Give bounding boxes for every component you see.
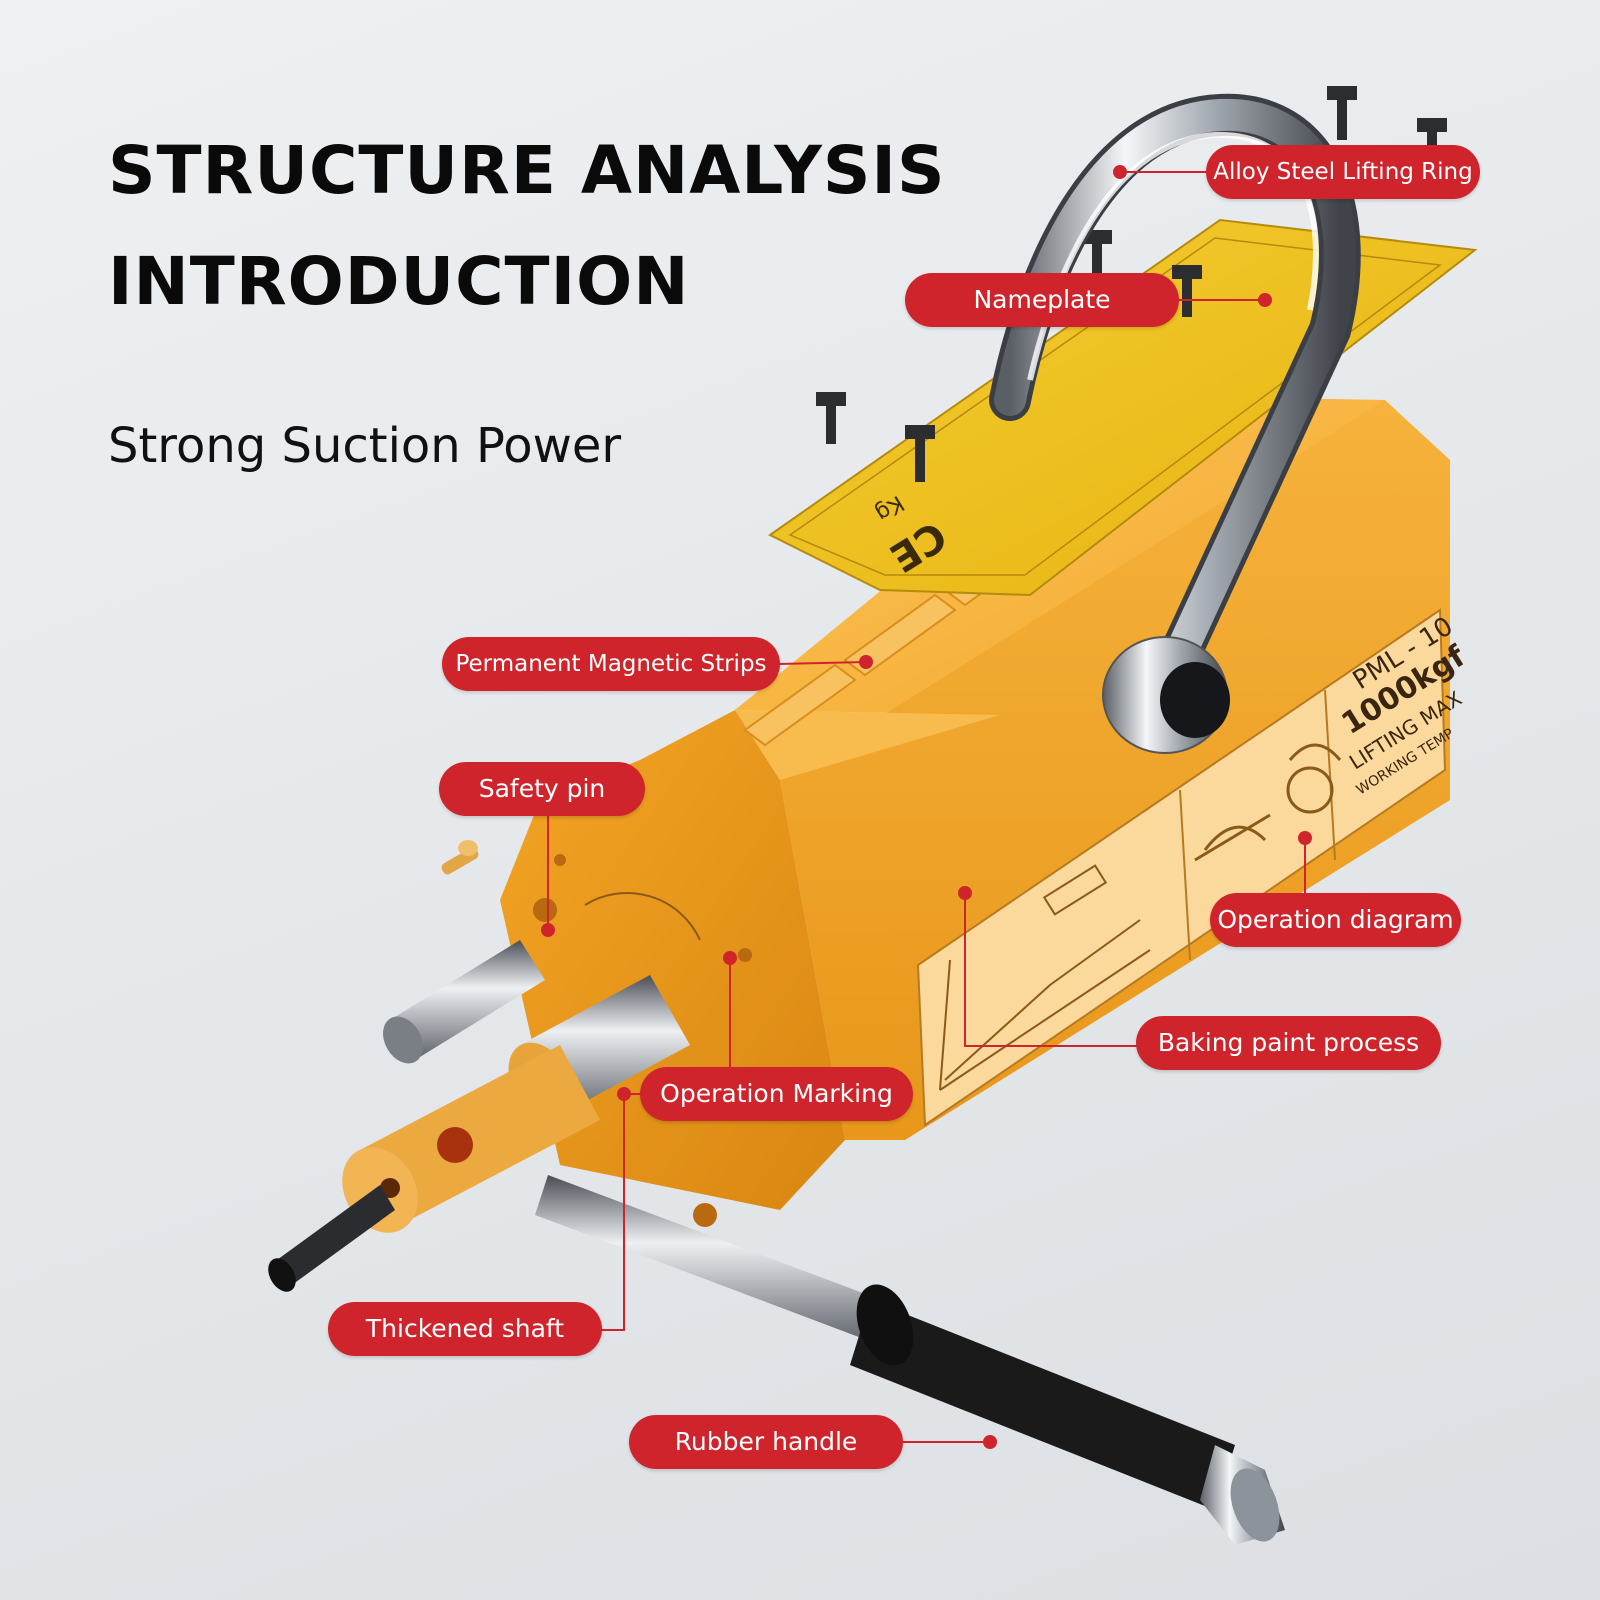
rubber-handle — [535, 1175, 1285, 1545]
callout-operation-marking: Operation Marking — [640, 1067, 913, 1121]
lifting-ring — [989, 93, 1361, 754]
body-bevel — [735, 710, 1000, 780]
callout-nameplate: Nameplate — [905, 273, 1179, 327]
page-title-line-1: STRUCTURE ANALYSIS — [108, 132, 946, 209]
bolt-icon — [1327, 86, 1357, 140]
thickened-shaft — [268, 975, 690, 1292]
leader-lines — [547, 171, 1306, 1443]
callout-magnetic-strips: Permanent Magnetic Strips — [442, 637, 780, 691]
marking-arc — [584, 892, 701, 941]
nameplate-bolts — [816, 86, 1447, 482]
callout-operation-diagram: Operation diagram — [1210, 893, 1461, 947]
end-hole — [554, 854, 566, 866]
page-title-line-2: INTRODUCTION — [108, 243, 690, 320]
product-label-panel — [916, 608, 1447, 1127]
callout-rubber-handle: Rubber handle — [629, 1415, 903, 1469]
label-graph — [939, 864, 1151, 1091]
bolt-icon — [1417, 118, 1447, 152]
end-hole — [533, 898, 557, 922]
end-hole — [693, 1203, 717, 1227]
end-hole — [738, 948, 752, 962]
callout-safety-pin: Safety pin — [439, 762, 645, 816]
ring-pivot-cap — [1160, 662, 1230, 738]
page-subtitle: Strong Suction Power — [108, 418, 622, 474]
leader-dots — [541, 165, 1312, 1449]
bolt-icon — [905, 425, 935, 482]
callout-thickened-shaft: Thickened shaft — [328, 1302, 602, 1356]
callout-baking-paint: Baking paint process — [1136, 1016, 1441, 1070]
callout-lifting-ring: Alloy Steel Lifting Ring — [1206, 145, 1480, 199]
bolt-icon — [1172, 265, 1202, 317]
safety-pin — [441, 840, 479, 875]
operation-icons — [1194, 743, 1342, 862]
steel-rod — [383, 940, 545, 1064]
bolt-icon — [816, 392, 846, 444]
